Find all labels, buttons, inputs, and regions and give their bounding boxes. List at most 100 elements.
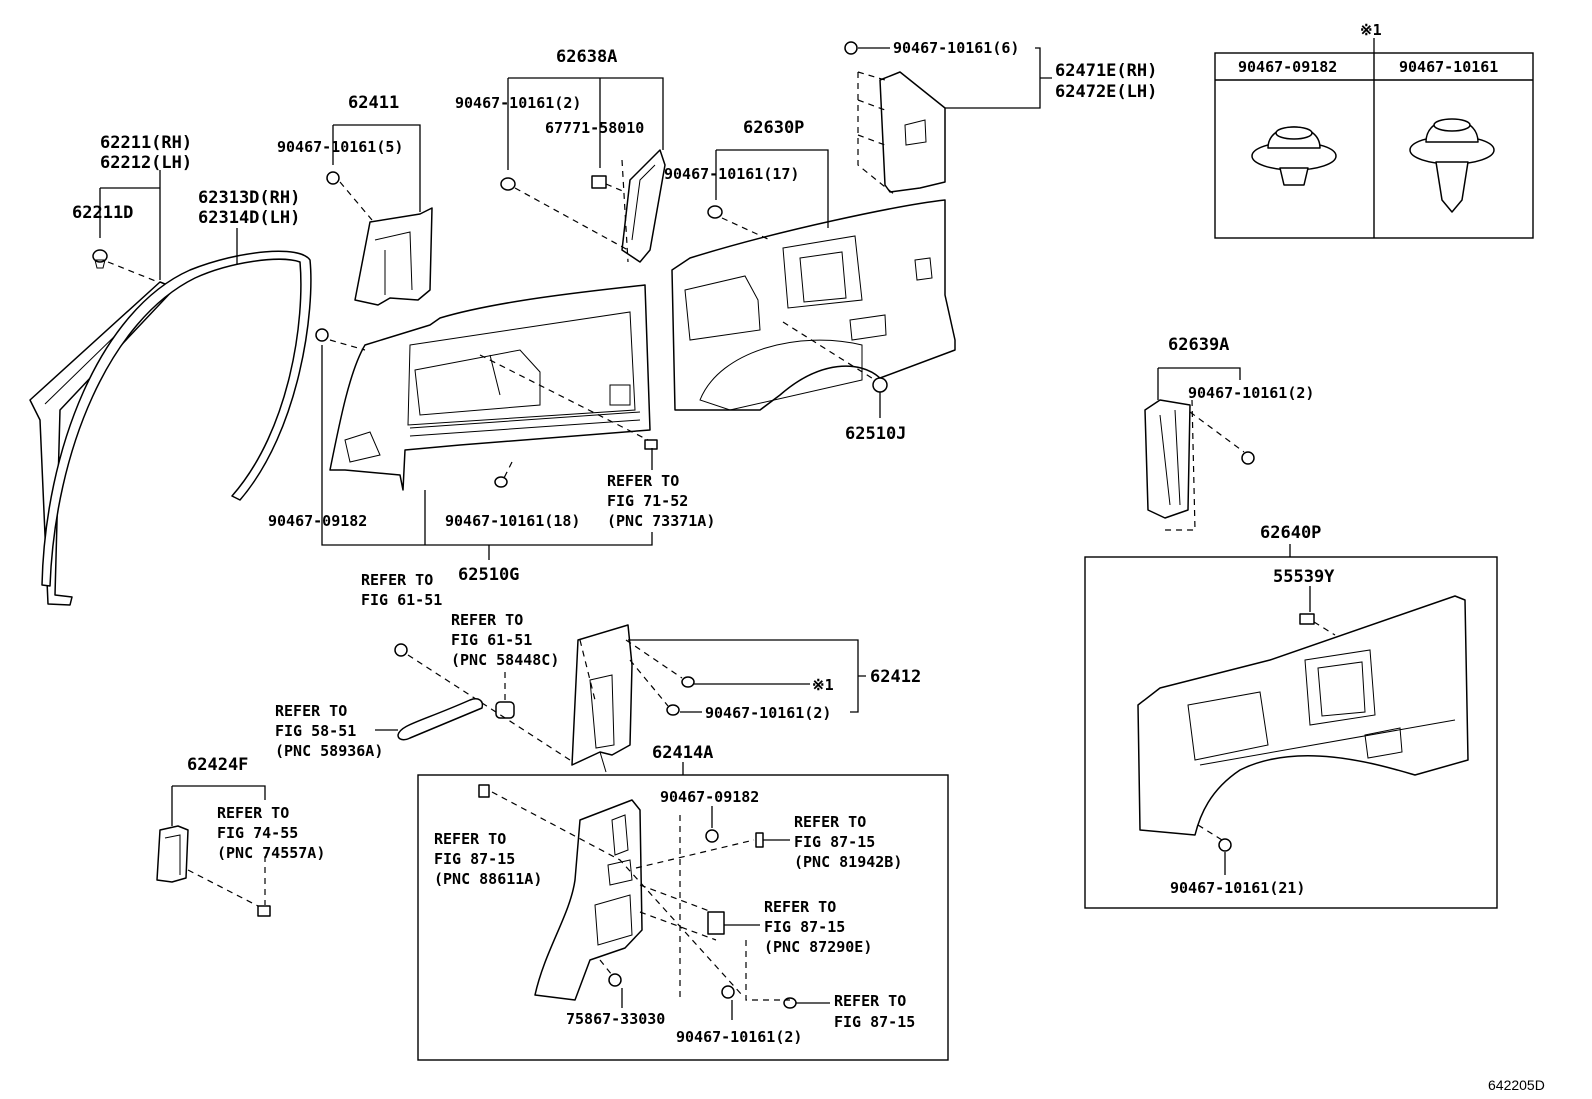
clip-73371A[interactable]: [644, 439, 658, 450]
clip-62211D[interactable]: [92, 249, 108, 269]
label-62640P: 62640P: [1260, 523, 1321, 543]
label-ref6151b-3: (PNC 58448C): [451, 651, 559, 669]
label-62472E: 62472E(LH): [1055, 82, 1157, 102]
part-62414A-trim[interactable]: [534, 799, 643, 1001]
label-ref6151b-1: REFER TO: [451, 611, 523, 629]
label-ref8715b-3: (PNC 81942B): [794, 853, 902, 871]
label-note1-mark: ※1: [812, 676, 834, 694]
label-62414A: 62414A: [652, 743, 713, 763]
label-ref8715a-3: (PNC 88611A): [434, 870, 542, 888]
label-75867: 75867-33030: [566, 1010, 665, 1028]
label-62510G: 62510G: [458, 565, 519, 585]
clip-62414A-bottom[interactable]: [721, 985, 735, 999]
part-62313D-weatherstrip[interactable]: [41, 250, 312, 587]
clip-icon-10161: [1409, 118, 1495, 213]
part-58936A-bracket[interactable]: [397, 698, 484, 741]
label-ref8715c-1: REFER TO: [764, 898, 836, 916]
label-ref7455-1: REFER TO: [217, 804, 289, 822]
label-ref8715c-2: FIG 87-15: [764, 918, 845, 936]
label-ref71-3: (PNC 73371A): [607, 512, 715, 530]
label-62630P: 62630P: [743, 118, 804, 138]
clip-icon-09182: [1251, 126, 1337, 186]
label-clip-21: 90467-10161(21): [1170, 879, 1305, 897]
note-table-col2: 90467-10161: [1399, 58, 1498, 76]
clip-55539Y[interactable]: [1299, 613, 1315, 625]
note-table-mark: ※1: [1360, 21, 1382, 39]
part-62411-trim[interactable]: [354, 207, 433, 306]
label-ref71-1: REFER TO: [607, 472, 679, 490]
label-62211D: 62211D: [72, 203, 133, 223]
note-table-col1: 90467-09182: [1238, 58, 1337, 76]
clip-62640P-bottom[interactable]: [1218, 838, 1232, 852]
label-62412: 62412: [870, 667, 921, 687]
label-62212: 62212(LH): [100, 153, 192, 173]
label-ref6151b-2: FIG 61-51: [451, 631, 532, 649]
label-67771: 67771-58010: [545, 119, 644, 137]
label-clip-2-62639: 90467-10161(2): [1188, 384, 1314, 402]
clip-62510J[interactable]: [872, 377, 888, 393]
switch-87290E[interactable]: [707, 911, 725, 935]
clip-62471E[interactable]: [844, 41, 858, 55]
label-ref5851-3: (PNC 58936A): [275, 742, 383, 760]
label-clip-2-62412: 90467-10161(2): [705, 704, 831, 722]
part-62630P-quarter-panel[interactable]: [671, 199, 956, 411]
clip-62639A[interactable]: [1241, 451, 1255, 465]
label-62211: 62211(RH): [100, 133, 192, 153]
label-ref8715d-1: REFER TO: [834, 992, 906, 1010]
label-ref7455-2: FIG 74-55: [217, 824, 298, 842]
label-ref8715a-2: FIG 87-15: [434, 850, 515, 868]
label-ref5851-2: FIG 58-51: [275, 722, 356, 740]
part-62424F-cover[interactable]: [156, 825, 189, 883]
part-62510G-side-panel[interactable]: [329, 284, 651, 491]
clip-74557A[interactable]: [257, 905, 271, 917]
label-clip-2-bottom: 90467-10161(2): [676, 1028, 802, 1046]
label-ref8715b-1: REFER TO: [794, 813, 866, 831]
clip-62411[interactable]: [326, 171, 340, 185]
note-table: [1214, 38, 1534, 239]
label-clip-17: 90467-10161(17): [664, 165, 799, 183]
label-62510J: 62510J: [845, 424, 906, 444]
clip-62412-a[interactable]: [681, 676, 695, 688]
part-62638A-pillar[interactable]: [621, 149, 666, 263]
part-62471E-pillar[interactable]: [879, 71, 946, 193]
clip-09182-left[interactable]: [315, 328, 329, 342]
part-62412-pillar-lower[interactable]: [571, 624, 633, 773]
part-58448C[interactable]: [495, 701, 515, 719]
clip-62630P[interactable]: [707, 205, 723, 219]
clip-75867-33030[interactable]: [608, 973, 622, 987]
label-ref7455-3: (PNC 74557A): [217, 844, 325, 862]
label-62471E: 62471E(RH): [1055, 61, 1157, 81]
label-55539Y: 55539Y: [1273, 567, 1335, 587]
label-62411: 62411: [348, 93, 399, 113]
clip-67771-58010[interactable]: [591, 175, 607, 189]
label-clip-5: 90467-10161(5): [277, 138, 403, 156]
clip-62412-b[interactable]: [666, 704, 680, 716]
label-62313D: 62313D(RH): [198, 188, 300, 208]
label-ref6151a-2: FIG 61-51: [361, 591, 442, 609]
label-ref8715c-3: (PNC 87290E): [764, 938, 872, 956]
clip-62414A-09182[interactable]: [705, 829, 719, 843]
clip-81942B[interactable]: [755, 832, 764, 848]
part-62640P-panel[interactable]: [1137, 595, 1469, 836]
figure-code: 642205D: [1488, 1077, 1545, 1093]
label-ref5851-1: REFER TO: [275, 702, 347, 720]
clip-62638A[interactable]: [500, 177, 516, 191]
clip-62510G-bottom[interactable]: [494, 476, 508, 488]
label-62424F: 62424F: [187, 755, 248, 775]
label-ref8715a-1: REFER TO: [434, 830, 506, 848]
label-62638A: 62638A: [556, 47, 617, 67]
bolt-61-51[interactable]: [394, 643, 408, 657]
clip-88611A[interactable]: [478, 784, 490, 798]
label-clip-2-62638: 90467-10161(2): [455, 94, 581, 112]
label-62639A: 62639A: [1168, 335, 1229, 355]
part-62639A-pillar-trim[interactable]: [1144, 399, 1191, 519]
label-ref6151a-1: REFER TO: [361, 571, 433, 589]
label-ref8715d-2: FIG 87-15: [834, 1013, 915, 1031]
labels: 62638A 62411 62211(RH) 62212(LH) 62211D …: [72, 21, 1545, 1093]
label-ref8715b-2: FIG 87-15: [794, 833, 875, 851]
label-09182-mid: 90467-09182: [660, 788, 759, 806]
label-ref71-2: FIG 71-52: [607, 492, 688, 510]
label-09182-left: 90467-09182: [268, 512, 367, 530]
box-62640P: [1084, 556, 1498, 909]
